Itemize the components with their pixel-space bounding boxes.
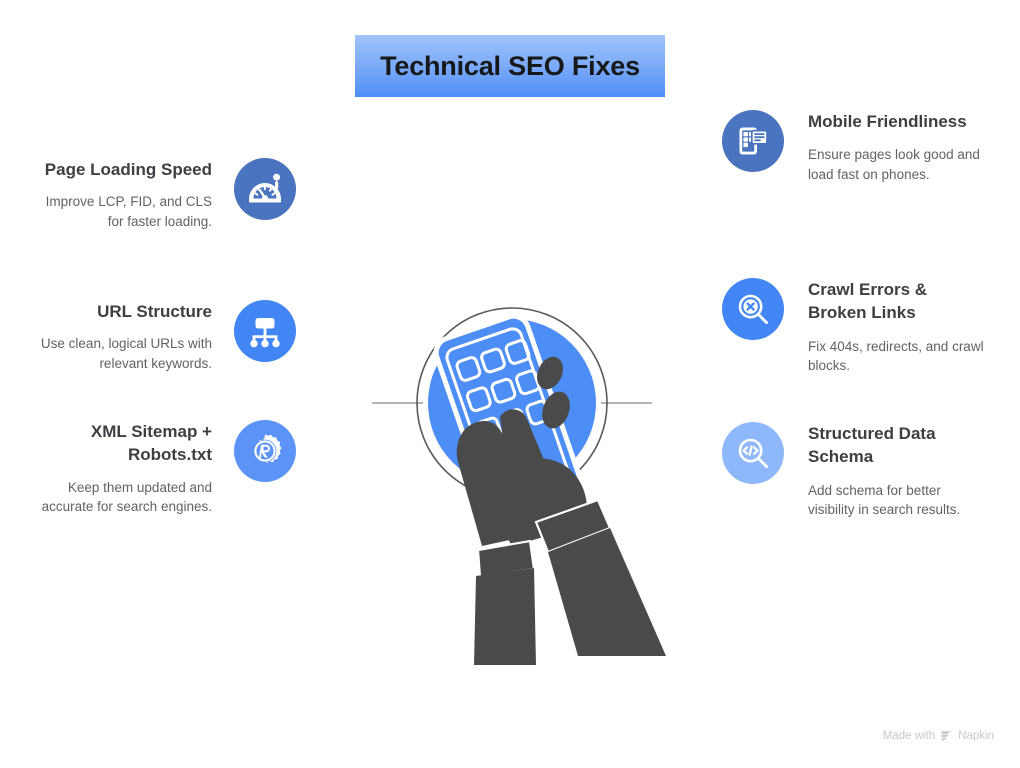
item-title: Crawl Errors & Broken Links <box>808 280 928 323</box>
napkin-logo-icon <box>940 729 953 742</box>
mobile-responsive-icon <box>722 110 784 172</box>
item-description: Add schema for better visibility in sear… <box>808 482 961 518</box>
item-text-block: Crawl Errors & Broken Links Fix 404s, re… <box>784 278 990 375</box>
item-crawl-errors-broken-links[interactable]: Crawl Errors & Broken Links Fix 404s, re… <box>722 278 990 375</box>
item-mobile-friendliness[interactable]: Mobile Friendliness Ensure pages look go… <box>722 110 990 184</box>
item-description: Use clean, logical URLs with relevant ke… <box>40 336 212 371</box>
watermark: Made with Napkin <box>883 729 994 742</box>
magnifier-code-icon <box>722 422 784 484</box>
item-title: Mobile Friendliness <box>808 112 967 131</box>
item-structured-data-schema[interactable]: Structured Data Schema Add schema for be… <box>722 422 990 519</box>
item-text-block: XML Sitemap + Robots.txt Keep them updat… <box>36 420 234 516</box>
item-description: Ensure pages look good and load fast on … <box>808 147 980 182</box>
item-text-block: Structured Data Schema Add schema for be… <box>784 422 990 519</box>
item-page-loading-speed[interactable]: Page Loading Speed Improve LCP, FID, and… <box>36 158 296 231</box>
hands-holding-smartphone-illustration <box>360 300 680 665</box>
item-title: URL Structure <box>97 302 212 321</box>
item-description: Improve LCP, FID, and CLS for faster loa… <box>45 194 212 229</box>
item-title: Page Loading Speed <box>44 160 212 179</box>
item-xml-sitemap-robots[interactable]: XML Sitemap + Robots.txt Keep them updat… <box>36 420 296 516</box>
item-url-structure[interactable]: URL Structure Use clean, logical URLs wi… <box>36 300 296 373</box>
page-title: Technical SEO Fixes <box>380 50 640 81</box>
item-description: Fix 404s, redirects, and crawl blocks. <box>808 338 984 374</box>
watermark-prefix: Made with <box>882 729 936 742</box>
left-hand <box>456 420 536 665</box>
item-title: XML Sitemap + Robots.txt <box>90 422 212 465</box>
item-text-block: URL Structure Use clean, logical URLs wi… <box>36 300 234 373</box>
sitemap-hierarchy-icon <box>234 300 296 362</box>
watermark-brand: Napkin <box>958 729 994 742</box>
speedometer-icon <box>234 158 296 220</box>
magnifier-error-icon <box>722 278 784 340</box>
page-title-banner: Technical SEO Fixes <box>355 35 665 97</box>
robots-gear-icon <box>234 420 296 482</box>
item-text-block: Mobile Friendliness Ensure pages look go… <box>784 110 990 184</box>
item-description: Keep them updated and accurate for searc… <box>41 479 212 515</box>
item-title: Structured Data Schema <box>808 424 936 467</box>
item-text-block: Page Loading Speed Improve LCP, FID, and… <box>36 158 234 231</box>
